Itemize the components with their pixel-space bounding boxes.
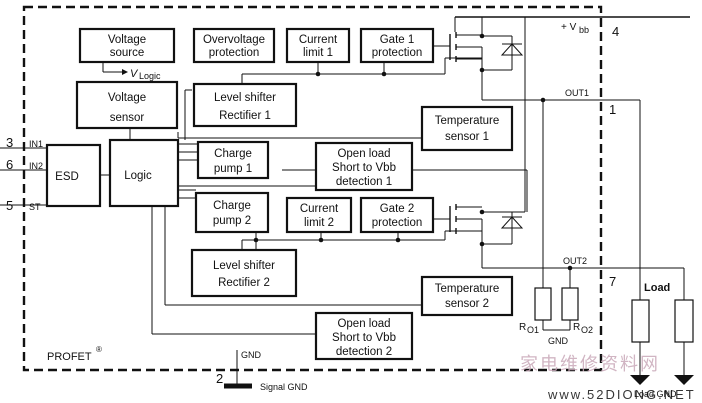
- pin-vbb-number: 4: [612, 24, 619, 39]
- svg-text:sensor: sensor: [110, 112, 145, 124]
- charge-pump-2-block: Charge pump 2: [194, 191, 270, 234]
- svg-text:ESD: ESD: [55, 171, 79, 183]
- load-gnd-arrow-2: [674, 375, 694, 385]
- gate-1-protection-block: Gate 1 protection: [359, 27, 435, 64]
- svg-text:www.52DIONG.NET: www.52DIONG.NET: [547, 387, 696, 402]
- charge-pump-1-block: Charge pump 1: [196, 140, 270, 180]
- signal-gnd-label: Signal GND: [260, 382, 308, 392]
- svg-text:sensor 2: sensor 2: [445, 298, 489, 310]
- svg-text:O1: O1: [527, 325, 539, 335]
- svg-text:Short to Vbb: Short to Vbb: [332, 332, 396, 344]
- current-limit-2-block: Current limit 2: [285, 196, 353, 234]
- esd-block: ESD: [45, 143, 102, 208]
- resistor-gnd-label: GND: [548, 336, 569, 346]
- pin-in2-name: IN2: [29, 161, 43, 171]
- svg-text:limit 2: limit 2: [304, 217, 334, 229]
- v-logic-label: V Logic: [130, 68, 161, 81]
- svg-text:limit 1: limit 1: [303, 47, 333, 59]
- svg-text:bb: bb: [579, 25, 589, 35]
- body-diode-1: [500, 43, 524, 56]
- svg-text:Logic: Logic: [139, 71, 161, 81]
- open-load-1-block: Open load Short to Vbb detection 1: [314, 141, 414, 192]
- svg-text:Charge: Charge: [213, 200, 251, 212]
- pin-st-name: ST: [29, 202, 41, 212]
- current-limit-1-block: Current limit 1: [285, 27, 351, 64]
- svg-text:Current: Current: [299, 34, 338, 46]
- pin-out2-number: 7: [609, 274, 616, 289]
- ro2-label: R O2: [573, 322, 593, 335]
- voltage-sensor-block: Voltage sensor: [75, 80, 179, 130]
- svg-text:protection: protection: [372, 47, 423, 59]
- svg-text:Logic: Logic: [124, 170, 152, 182]
- svg-text:家电维修资料网: 家电维修资料网: [520, 354, 660, 374]
- svg-text:R: R: [573, 322, 580, 333]
- pin-out1-name: OUT1: [565, 88, 589, 98]
- svg-text:Open load: Open load: [337, 148, 390, 160]
- pin-in2-number: 6: [6, 157, 13, 172]
- svg-text:Rectifier 1: Rectifier 1: [219, 110, 271, 122]
- pin-out1-number: 1: [609, 102, 616, 117]
- svg-text:+ V: + V: [561, 22, 577, 33]
- svg-text:Voltage: Voltage: [108, 34, 146, 46]
- svg-text:V: V: [130, 68, 139, 80]
- svg-text:Rectifier 2: Rectifier 2: [218, 277, 270, 289]
- svg-text:Overvoltage: Overvoltage: [203, 34, 265, 46]
- load-gnd-label: Load GND: [634, 389, 677, 399]
- body-diode-2: [500, 216, 524, 229]
- svg-text:Short to Vbb: Short to Vbb: [332, 162, 396, 174]
- package-outline: [22, 5, 603, 372]
- svg-text:detection 2: detection 2: [336, 346, 392, 358]
- svg-text:PROFET: PROFET: [47, 351, 92, 363]
- load-label: Load: [644, 282, 670, 294]
- pin-out2-name: OUT2: [563, 256, 587, 266]
- svg-text:pump 2: pump 2: [213, 215, 251, 227]
- voltage-source-block: Voltage source: [78, 27, 176, 64]
- temperature-sensor-2-block: Temperature sensor 2: [420, 275, 514, 317]
- overvoltage-protection-block: Overvoltage protection: [192, 27, 276, 64]
- svg-text:detection 1: detection 1: [336, 176, 392, 188]
- load-gnd-arrow-1: [630, 375, 650, 385]
- pin-in1-number: 3: [6, 135, 13, 150]
- svg-text:Temperature: Temperature: [435, 283, 500, 295]
- pin-in1-name: IN1: [29, 139, 43, 149]
- temperature-sensor-1-block: Temperature sensor 1: [420, 105, 514, 152]
- svg-text:protection: protection: [209, 47, 260, 59]
- svg-text:Charge: Charge: [214, 148, 252, 160]
- ro1-label: R O1: [519, 322, 539, 335]
- svg-text:Level shifter: Level shifter: [213, 260, 275, 272]
- svg-text:R: R: [519, 322, 526, 333]
- gate-2-protection-block: Gate 2 protection: [359, 196, 435, 234]
- resistor-ro1: [534, 287, 552, 321]
- profet-label: PROFET ®: [47, 345, 102, 363]
- pin-st-number: 5: [6, 198, 13, 213]
- svg-text:Gate 2: Gate 2: [380, 203, 415, 215]
- load-1: [631, 299, 650, 343]
- logic-block: Logic: [108, 138, 180, 208]
- level-shifter-2-block: Level shifter Rectifier 2: [190, 248, 298, 298]
- resistor-ro2: [561, 287, 579, 321]
- svg-text:O2: O2: [581, 325, 593, 335]
- svg-text:protection: protection: [372, 217, 423, 229]
- open-load-2-block: Open load Short to Vbb detection 2: [314, 311, 414, 361]
- svg-text:pump 1: pump 1: [214, 163, 252, 175]
- svg-text:source: source: [110, 47, 145, 59]
- svg-text:Level shifter: Level shifter: [214, 92, 276, 104]
- pin-gnd-number: 2: [216, 371, 223, 386]
- svg-text:®: ®: [96, 345, 102, 354]
- svg-text:Current: Current: [300, 203, 339, 215]
- level-shifter-1-block: Level shifter Rectifier 1: [192, 82, 298, 128]
- svg-text:Open load: Open load: [337, 318, 390, 330]
- load-2: [674, 299, 694, 343]
- pin-gnd-name: GND: [241, 350, 262, 360]
- watermark: 家电维修资料网 www.52DIONG.NET: [520, 354, 696, 402]
- svg-text:sensor 1: sensor 1: [445, 131, 489, 143]
- svg-text:Temperature: Temperature: [435, 115, 500, 127]
- pin-vbb-name: + V bb: [561, 22, 589, 35]
- svg-text:Gate 1: Gate 1: [380, 34, 415, 46]
- svg-text:Voltage: Voltage: [108, 92, 146, 104]
